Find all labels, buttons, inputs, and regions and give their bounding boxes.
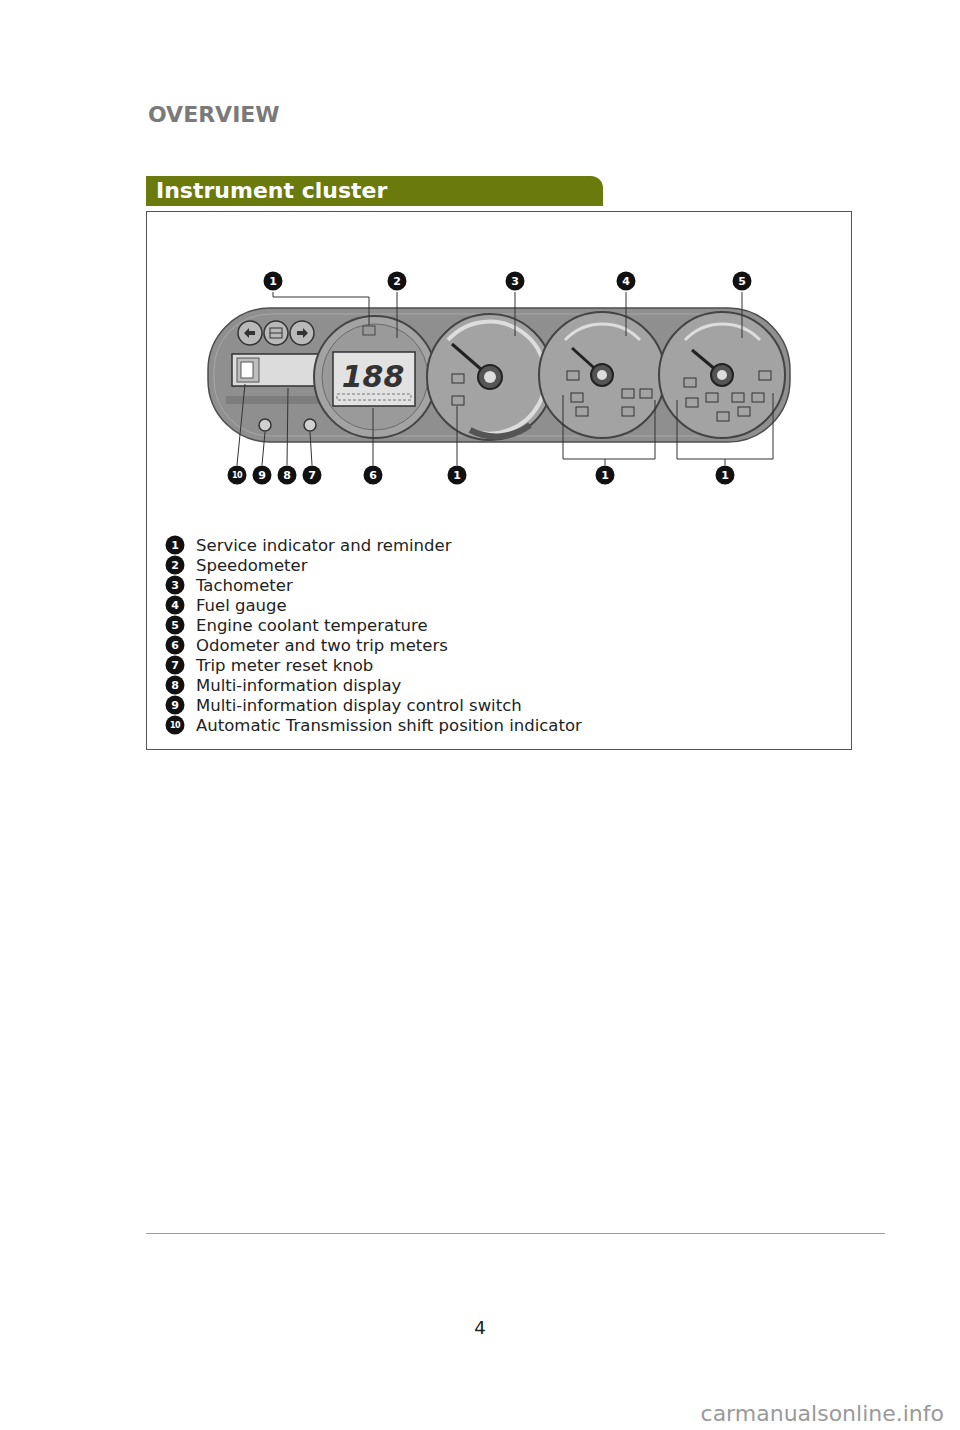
key-text: Fuel gauge [196,596,287,615]
key-number: 7 [166,656,185,675]
instrument-cluster [208,308,790,442]
key-text: Tachometer [196,576,293,595]
section-title: Instrument cluster [156,178,387,203]
callout-number: 1 [716,466,735,485]
key-number: 1 [166,536,185,555]
callout-number: 2 [388,272,407,291]
key-number: 10 [166,716,185,735]
speed-readout: 188 [342,359,405,394]
callout-number: 3 [506,272,525,291]
key-text: Service indicator and reminder [196,536,451,555]
key-text: Odometer and two trip meters [196,636,448,655]
page-number: 4 [474,1317,485,1338]
callout-number: 5 [733,272,752,291]
key-number: 5 [166,616,185,635]
key-text: Trip meter reset knob [196,656,373,675]
frame-box [147,212,852,750]
key-number: 6 [166,636,185,655]
key-text: Automatic Transmission shift position in… [196,716,582,735]
footer-rule [146,1233,885,1234]
callout-number: 7 [303,466,322,485]
callout-number: 1 [596,466,615,485]
key-text: Multi-information display [196,676,401,695]
callout-number: 1 [264,272,283,291]
key-number: 3 [166,576,185,595]
key-number: 2 [166,556,185,575]
key-text: Speedometer [196,556,307,575]
section-band: Instrument cluster [146,176,603,206]
key-number: 9 [166,696,185,715]
key-number: 8 [166,676,185,695]
callout-number: 10 [228,466,247,485]
key-text: Engine coolant temperature [196,616,428,635]
callout-number: 9 [253,466,272,485]
callout-number: 1 [448,466,467,485]
key-number: 4 [166,596,185,615]
callout-number: 8 [278,466,297,485]
page-heading: OVERVIEW [148,102,280,127]
callout-number: 4 [617,272,636,291]
watermark: carmanualsonline.info [701,1401,944,1426]
callout-number: 6 [364,466,383,485]
leader-lines [237,292,773,465]
key-text: Multi-information display control switch [196,696,522,715]
